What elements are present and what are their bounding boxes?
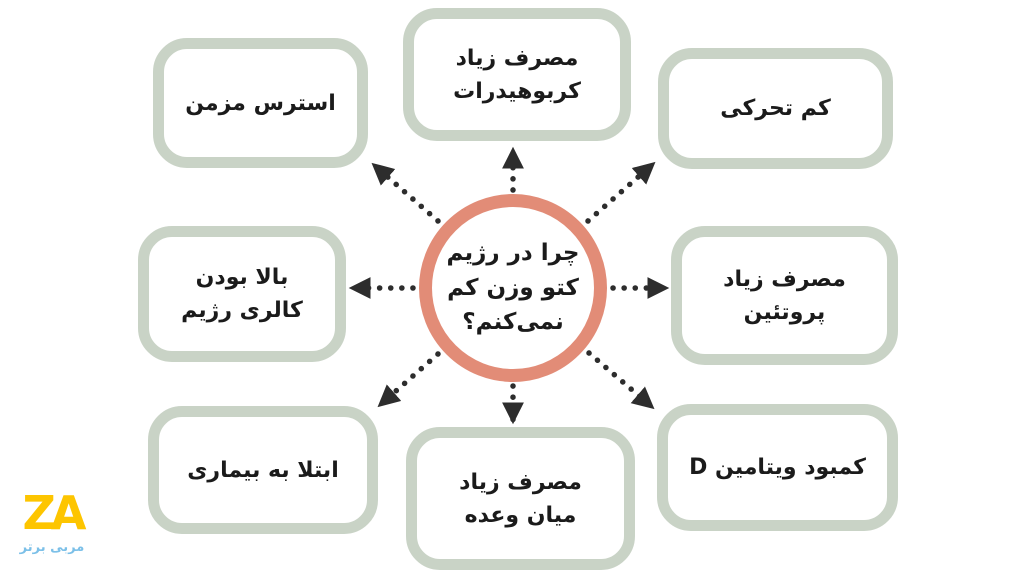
arrow-to-bottom-left: [377, 351, 441, 408]
arrow-to-top-right: [585, 161, 656, 224]
node-label: مصرف زیاد پروتئین: [723, 266, 846, 325]
node-label: مصرف زیاد میان وعده: [459, 469, 582, 528]
brand-logo: ZA مربی برتر: [14, 488, 90, 555]
node-label: کم تحرکی: [720, 96, 831, 121]
center-question-circle: چرا در رژیم کتو وزن کم نمی‌کنم؟: [419, 194, 607, 382]
node-high-diet-calories: بالا بودن کالری رژیم: [138, 226, 346, 362]
arrow-to-bottom-right: [586, 350, 655, 410]
node-illness: ابتلا به بیماری: [148, 406, 378, 534]
center-question-label: چرا در رژیم کتو وزن کم نمی‌کنم؟: [446, 240, 580, 336]
node-label: ابتلا به بیماری: [187, 457, 339, 483]
node-label: مصرف زیاد کربوهیدرات: [453, 45, 581, 104]
brand-logo-subtitle: مربی برتر: [19, 539, 85, 555]
node-low-activity: کم تحرکی: [658, 48, 893, 169]
arrow-to-top-left: [371, 162, 441, 224]
brand-logo-mark: ZA: [22, 486, 87, 540]
node-vitamin-d-deficiency: کمبود ویتامین D: [657, 404, 898, 531]
node-high-snack-intake: مصرف زیاد میان وعده: [406, 427, 635, 570]
node-label: بالا بودن کالری رژیم: [181, 265, 303, 323]
node-label: استرس مزمن: [185, 90, 336, 116]
node-high-carb-intake: مصرف زیاد کربوهیدرات: [403, 8, 631, 141]
node-chronic-stress: استرس مزمن: [153, 38, 368, 168]
node-label: کمبود ویتامین D: [689, 455, 866, 480]
node-high-protein-intake: مصرف زیاد پروتئین: [671, 226, 898, 365]
